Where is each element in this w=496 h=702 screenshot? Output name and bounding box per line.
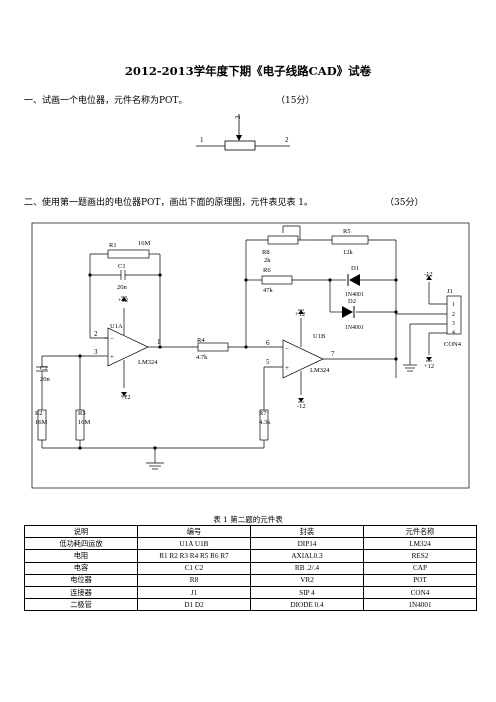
- U1B-label: U1B: [313, 333, 326, 340]
- R7-value: 4.3k: [259, 419, 271, 426]
- question-2-points: （35分）: [385, 198, 424, 208]
- table-cell: C1 C2: [137, 561, 251, 575]
- D2-label: D2: [348, 298, 356, 305]
- R7-label: R7: [259, 410, 267, 417]
- U1B-minus12: -12: [297, 403, 306, 410]
- table-cell: DIP14: [250, 537, 364, 551]
- J1-label: J1: [447, 288, 453, 295]
- C2-label: C2: [40, 365, 48, 372]
- table-cell: RES2: [363, 549, 477, 563]
- table-cell: R1 R2 R3 R4 R5 R6 R7: [137, 549, 251, 563]
- svg-text:−: −: [110, 335, 114, 343]
- table-cell: 低功耗四运放: [24, 537, 138, 551]
- R5-label: R5: [343, 228, 351, 235]
- C2-value: 20n: [40, 376, 51, 383]
- exam-title: 2012-2013学年度下期《电子线路CAD》试卷: [124, 64, 372, 78]
- R2-value: 16M: [35, 419, 48, 426]
- J1-pin1: 1: [452, 302, 455, 308]
- table-cell: SIP 4: [250, 585, 364, 600]
- J1-pin2: 2: [452, 312, 455, 318]
- J1-minus12: -12: [424, 271, 433, 278]
- table-cell: LM324: [363, 537, 477, 551]
- table-cell: J1: [137, 585, 251, 600]
- table-cell: CON4: [363, 585, 477, 600]
- table-header: 元件名称: [363, 524, 477, 539]
- C1-label: C1: [118, 263, 126, 270]
- U1B-pin6: 6: [266, 339, 270, 347]
- U1A-label: U1A: [110, 323, 123, 330]
- J1-plus12: +12: [424, 363, 434, 370]
- table-cell: U1A U1B: [137, 537, 251, 551]
- D2-value: 1N4001: [345, 325, 364, 331]
- table-cell: 电位器: [24, 573, 138, 587]
- U1A-pin2: 2: [94, 330, 98, 338]
- table-row: 连接器 J1 SIP 4 CON4: [24, 585, 477, 600]
- table-cell: 二极管: [24, 598, 138, 612]
- C1-value: 20n: [117, 284, 128, 291]
- question-2-text: 二、使用第一题画出的电位器POT，画出下面的原理图，元件表见表 1。: [24, 198, 314, 208]
- table-header: 说明: [24, 524, 138, 539]
- question-1-text: 一、试画一个电位器，元件名称为POT。: [24, 96, 188, 106]
- table-cell: CAP: [363, 561, 477, 575]
- R4-value: 4.7k: [196, 354, 208, 361]
- R8-label: R8: [262, 249, 270, 256]
- U1B-part: LM324: [310, 367, 330, 374]
- table-row: 低功耗四运放 U1A U1B DIP14 LM324: [24, 537, 477, 551]
- J1-pin3: 3: [452, 321, 455, 327]
- table-header-row: 说明 编号 封装 元件名称: [24, 524, 477, 539]
- table-cell: 1N4001: [363, 598, 477, 612]
- D1-value: 1N4001: [345, 292, 364, 298]
- R1-value: 16M: [138, 240, 151, 247]
- table-row: 电容 C1 C2 RB .2/.4 CAP: [24, 561, 477, 575]
- U1A-part: LM324: [138, 359, 158, 366]
- U1A-plus12: +12: [118, 297, 128, 304]
- table-row: 二极管 D1 D2 DIODE 0.4 1N4001: [24, 598, 477, 612]
- table-cell: D1 D2: [137, 598, 251, 612]
- table-cell: 电阻: [24, 549, 138, 563]
- table-cell: R8: [137, 573, 251, 587]
- table-cell: DIODE 0.4: [250, 598, 364, 612]
- J1-part: CON4: [444, 341, 462, 348]
- U1B-plus12: +12: [295, 311, 305, 318]
- table-header: 编号: [137, 524, 251, 539]
- U1B-pin5: 5: [266, 358, 270, 366]
- table-row: 电位器 R8 VR2 POT: [24, 573, 477, 587]
- R3-label: R3: [78, 410, 86, 417]
- question-1-points: （15分）: [276, 96, 315, 106]
- R6-label: R6: [263, 267, 271, 274]
- U1A-pin3: 3: [94, 348, 98, 356]
- U1B-pin7: 7: [331, 350, 335, 358]
- table-cell: VR2: [250, 573, 364, 587]
- table-cell: POT: [363, 573, 477, 587]
- table-cell: RB .2/.4: [250, 561, 364, 575]
- table-cell: 连接器: [24, 585, 138, 600]
- U1A-pin1: 1: [157, 338, 161, 346]
- table-caption: 表 1 第二题的元件表: [213, 515, 283, 524]
- R3-value: 16M: [78, 419, 91, 426]
- table-cell: 电容: [24, 561, 138, 575]
- svg-text:−: −: [285, 345, 289, 353]
- R8-value: 2k: [264, 257, 271, 264]
- R1-label: R1: [109, 242, 117, 249]
- svg-text:+: +: [285, 364, 289, 372]
- R4-label: R4: [197, 337, 205, 344]
- U1A-minus12: -12: [122, 394, 131, 401]
- svg-text:+: +: [110, 353, 114, 361]
- R2-label: R2: [35, 410, 43, 417]
- J1-pin4: 4: [452, 330, 455, 336]
- table-row: 电阻 R1 R2 R3 R4 R5 R6 R7 AXIAL0.3 RES2: [24, 549, 477, 563]
- D1-label: D1: [351, 265, 359, 272]
- table-cell: AXIAL0.3: [250, 549, 364, 563]
- table-header: 封装: [250, 524, 364, 539]
- R6-value: 47k: [263, 287, 274, 294]
- parts-table: 说明 编号 封装 元件名称 低功耗四运放 U1A U1B DIP14 LM324…: [24, 524, 477, 612]
- R5-value: 12k: [343, 249, 354, 256]
